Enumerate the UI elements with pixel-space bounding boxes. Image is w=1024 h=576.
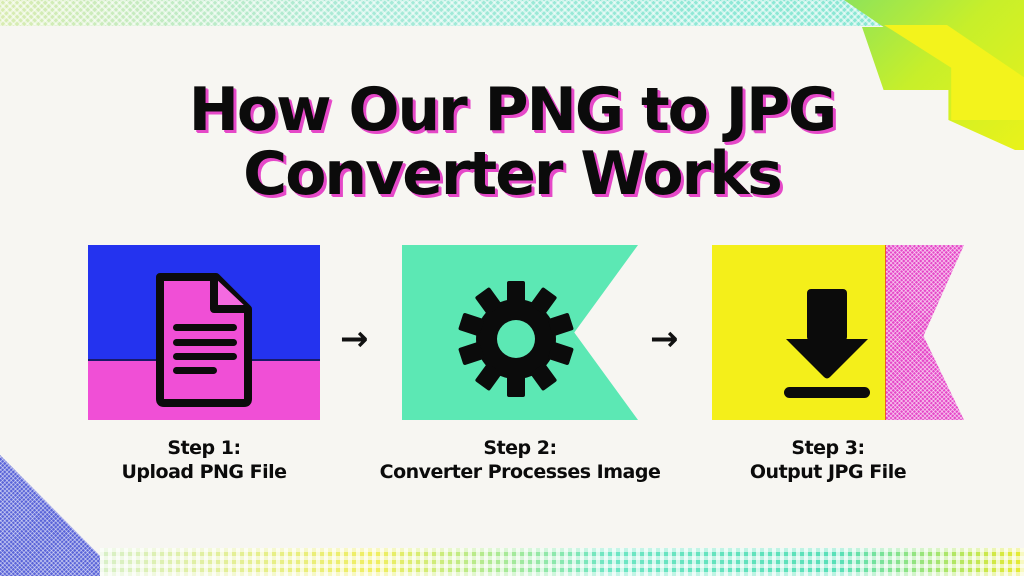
arrow-1-icon: →	[340, 319, 369, 359]
title-line-2: Converter Works	[243, 139, 783, 209]
bottom-decorative-band	[100, 548, 1024, 576]
page-title: How Our PNG to JPG Converter Works	[0, 78, 1024, 206]
step-3-caption: Step 3: Output JPG File	[712, 436, 944, 484]
step-2-label: Step 2:	[483, 437, 557, 459]
step-1-panel	[88, 245, 320, 420]
step-1-description: Upload PNG File	[121, 461, 287, 483]
step-2-description: Converter Processes Image	[379, 461, 661, 483]
step-3-description: Output JPG File	[749, 461, 907, 483]
download-icon	[784, 289, 870, 398]
step-3-pink-flag	[886, 245, 964, 420]
gear-icon	[458, 281, 574, 397]
step-3-panel	[712, 245, 964, 420]
step-3-label: Step 3:	[791, 437, 865, 459]
document-icon	[156, 273, 252, 407]
arrow-2-icon: →	[650, 319, 679, 359]
step-2-panel	[402, 245, 638, 420]
step-1-caption: Step 1: Upload PNG File	[88, 436, 320, 484]
title-line-1: How Our PNG to JPG	[188, 75, 838, 145]
step-1-label: Step 1:	[167, 437, 241, 459]
step-2-caption: Step 2: Converter Processes Image	[360, 436, 680, 484]
